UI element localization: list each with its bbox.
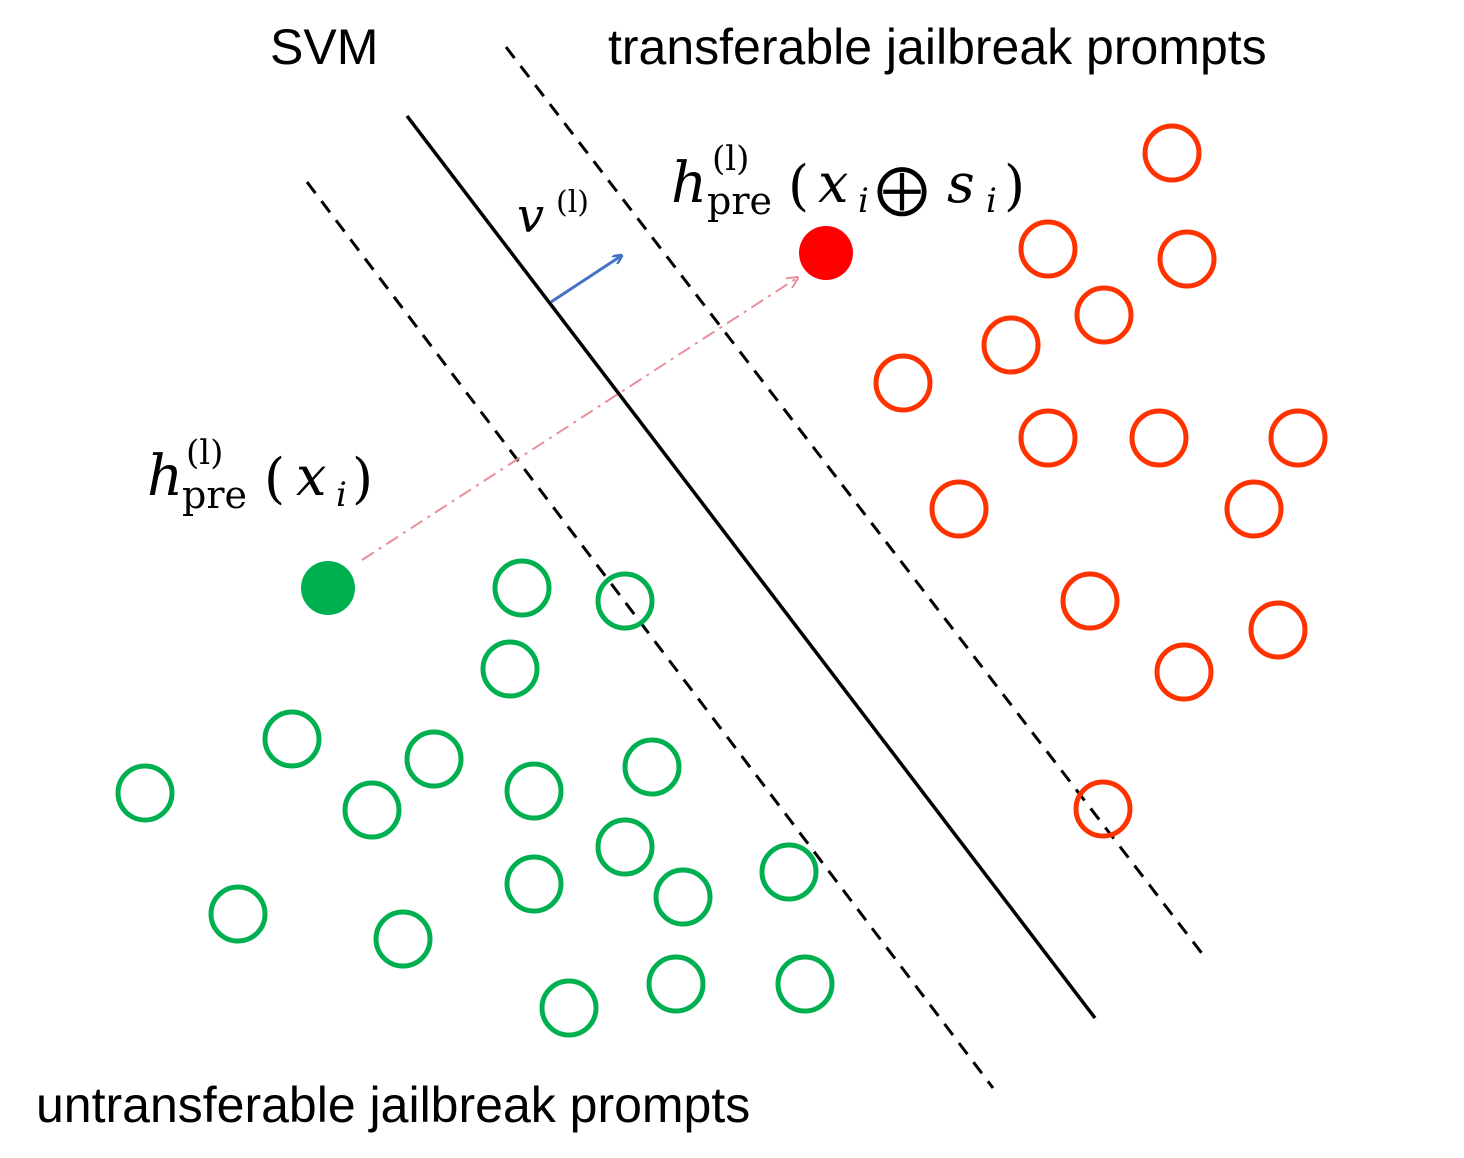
transferable-prompt-point	[873, 353, 933, 413]
transferable-prompt-point	[981, 315, 1041, 375]
svg-text:h: h	[147, 444, 183, 509]
transferable-label: transferable jailbreak prompts	[608, 19, 1267, 75]
svg-text:s: s	[947, 152, 975, 215]
svg-text:pre: pre	[707, 179, 772, 223]
transferable-prompt-point	[1060, 571, 1120, 631]
transferable-prompt-point	[1268, 408, 1328, 468]
normal-vector-label: v (l)	[517, 185, 589, 244]
svg-text:x: x	[818, 152, 848, 215]
svg-text:(: (	[264, 447, 285, 510]
untransferable-prompt-point	[504, 854, 564, 914]
transferable-prompt-point	[1154, 642, 1214, 702]
transferable-points	[873, 123, 1328, 839]
untransferable-prompt-point	[504, 761, 564, 821]
svg-text:⨁: ⨁	[876, 159, 928, 219]
svg-text:pre: pre	[182, 473, 247, 517]
untransferable-prompt-point	[342, 780, 402, 840]
svg-text:(l): (l)	[186, 433, 223, 473]
original-embedding-point	[301, 561, 355, 615]
svg-text:i: i	[858, 181, 869, 221]
untransferable-prompt-point	[775, 954, 835, 1014]
untransferable-prompt-point	[622, 737, 682, 797]
untransferable-prompt-point	[208, 884, 268, 944]
svg-text:x: x	[296, 445, 326, 508]
transferable-prompt-point	[1248, 600, 1308, 660]
untransferable-prompt-point	[262, 709, 322, 769]
svg-text:): )	[352, 447, 373, 510]
svg-text:(l): (l)	[712, 139, 749, 179]
normal-vector-arrow	[550, 256, 621, 304]
untransferable-prompt-point	[595, 571, 655, 631]
transferable-prompt-point	[1129, 408, 1189, 468]
svg-text:v: v	[517, 188, 544, 244]
untransferable-prompt-point	[480, 639, 540, 699]
perturbed-embedding-label: h (l) pre ( x i ⨁ s i )	[671, 139, 1025, 223]
untransferable-prompt-point	[373, 909, 433, 969]
svg-text:(l): (l)	[556, 185, 589, 220]
svg-text:(: (	[788, 154, 809, 217]
perturbed-embedding-point	[799, 226, 853, 280]
untransferable-prompt-point	[653, 867, 713, 927]
svg-text:h: h	[671, 151, 707, 216]
untransferable-points	[115, 558, 835, 1038]
transferable-prompt-point	[1018, 219, 1078, 279]
untransferable-prompt-point	[759, 842, 819, 902]
untransferable-prompt-point	[404, 729, 464, 789]
perturbation-arrow	[361, 278, 797, 561]
untransferable-prompt-point	[115, 763, 175, 823]
svg-text:i: i	[336, 475, 347, 515]
svg-text:i: i	[986, 181, 997, 221]
svm-margin-left	[305, 181, 995, 1089]
untransferable-prompt-point	[595, 817, 655, 877]
transferable-prompt-point	[1142, 123, 1202, 183]
transferable-prompt-point	[1157, 229, 1217, 289]
transferable-prompt-point	[929, 479, 989, 539]
untransferable-prompt-point	[539, 978, 599, 1038]
transferable-prompt-point	[1074, 285, 1134, 345]
untransferable-label: untransferable jailbreak prompts	[36, 1077, 750, 1133]
original-embedding-label: h (l) pre ( x i )	[147, 433, 373, 517]
svm-label: SVM	[270, 19, 378, 75]
untransferable-prompt-point	[646, 954, 706, 1014]
transferable-prompt-point	[1073, 779, 1133, 839]
transferable-prompt-point	[1018, 408, 1078, 468]
svg-text:): )	[1004, 154, 1025, 217]
untransferable-prompt-point	[492, 558, 552, 618]
svm-hyperplane	[405, 114, 1097, 1020]
transferable-prompt-point	[1224, 479, 1284, 539]
